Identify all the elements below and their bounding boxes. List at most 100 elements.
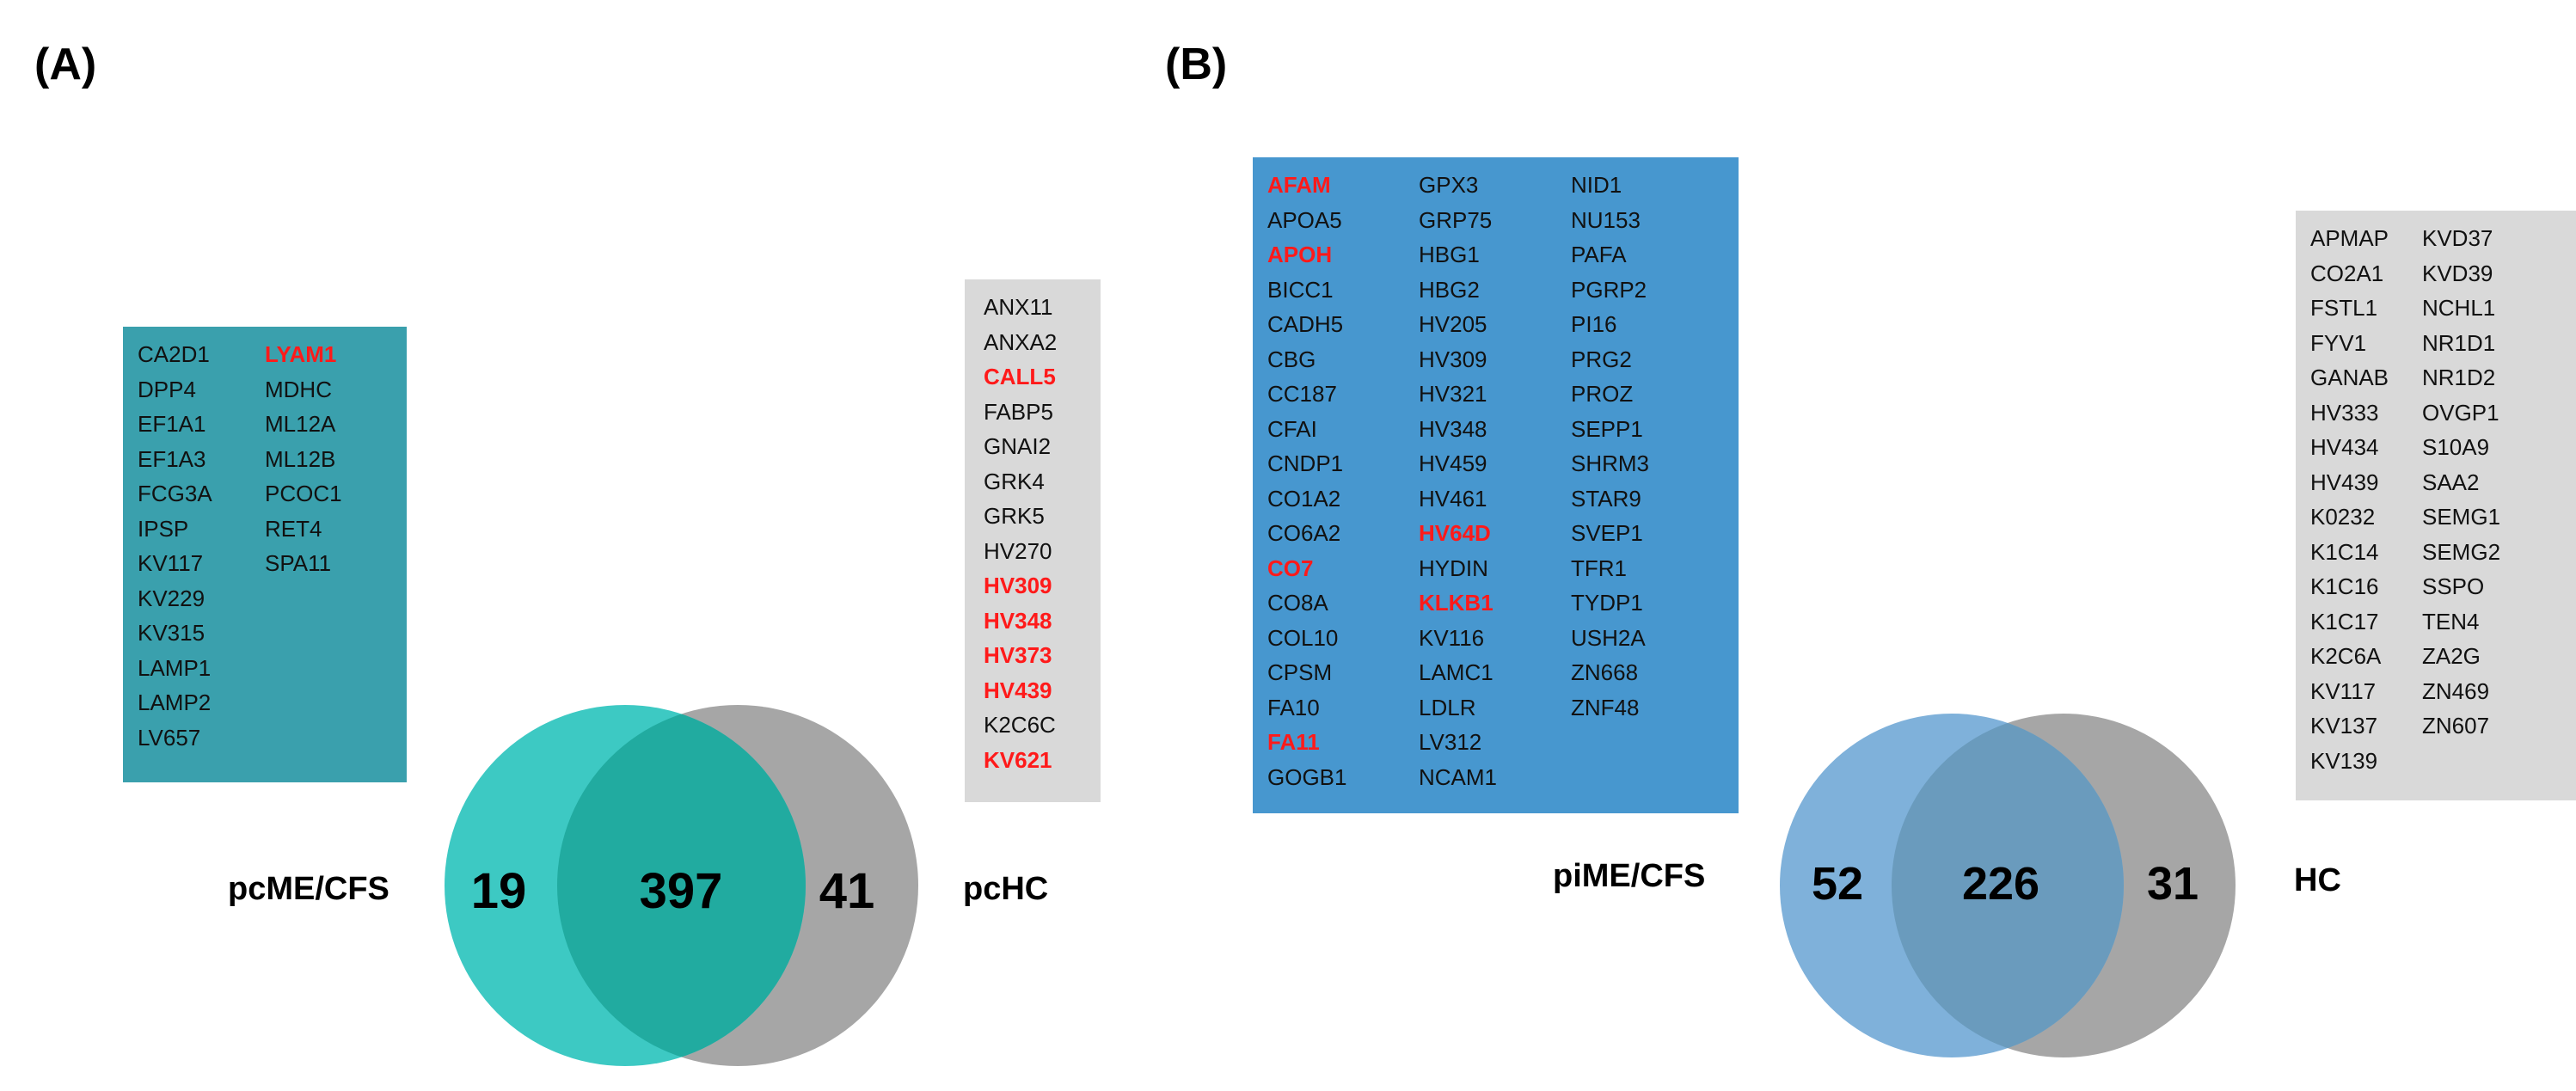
gene-label: HV64D <box>1419 520 1491 546</box>
gene-label: HV309 <box>984 573 1052 598</box>
gene-label: FYV1 <box>2310 329 2367 356</box>
hc-label: HC <box>2294 862 2341 898</box>
gene-label: ANXA2 <box>984 328 1058 355</box>
gene-label: AFAM <box>1267 172 1331 198</box>
gene-label: LAMP1 <box>138 654 212 681</box>
gene-label: K2C6C <box>984 712 1056 738</box>
gene-label: ZN668 <box>1571 659 1639 685</box>
gene-label: CO8A <box>1267 590 1328 616</box>
gene-label: CALL5 <box>984 364 1056 389</box>
gene-label: STAR9 <box>1571 485 1641 512</box>
gene-label: LV312 <box>1419 729 1482 755</box>
gene-label: LYAM1 <box>265 341 337 367</box>
gene-label: GRK5 <box>984 503 1045 529</box>
gene-label: GPX3 <box>1419 172 1479 198</box>
gene-label: RET4 <box>265 515 322 542</box>
gene-label: CADH5 <box>1267 311 1344 337</box>
gene-label: GOGB1 <box>1267 763 1347 790</box>
gene-label: APOH <box>1267 242 1333 267</box>
pime-cfs-label: piME/CFS <box>1553 858 1706 894</box>
pcme-cfs-pchc-shared-count: 397 <box>640 863 723 919</box>
gene-label: PAFA <box>1571 242 1627 267</box>
gene-label: KLKB1 <box>1419 590 1493 616</box>
panel-a-label: (A) <box>34 40 97 89</box>
gene-label: SVEP1 <box>1571 520 1643 546</box>
gene-label: K1C16 <box>2310 573 2379 599</box>
pcme-cfs-circle <box>445 705 806 1066</box>
gene-label: LAMC1 <box>1419 659 1493 685</box>
gene-label: ML12A <box>265 411 336 437</box>
gene-label: K1C17 <box>2310 608 2379 634</box>
gene-label: PRG2 <box>1571 346 1632 372</box>
gene-label: KV229 <box>138 585 205 611</box>
gene-label: PROZ <box>1571 381 1634 407</box>
gene-label: K0232 <box>2310 504 2376 530</box>
gene-label: FSTL1 <box>2310 295 2378 321</box>
gene-label: KV116 <box>1419 624 1485 651</box>
gene-label: HBG1 <box>1419 242 1480 267</box>
gene-label: SSPO <box>2422 573 2485 599</box>
pime-cfs-only-count: 52 <box>1812 858 1863 910</box>
gene-label: TFR1 <box>1571 555 1627 581</box>
gene-label: FCG3A <box>138 481 212 506</box>
gene-label: HV348 <box>984 607 1052 634</box>
gene-label: HV439 <box>2310 469 2379 495</box>
gene-label: HV459 <box>1419 450 1487 476</box>
pime-cfs-circle <box>1780 714 2124 1057</box>
gene-label: GRP75 <box>1419 206 1493 233</box>
gene-label: NR1D2 <box>2422 365 2496 390</box>
gene-label: HYDIN <box>1419 555 1488 581</box>
gene-label: SEMG1 <box>2422 504 2501 530</box>
gene-label: ANX11 <box>984 294 1053 320</box>
gene-label: NCAM1 <box>1419 763 1498 790</box>
gene-label: CO1A2 <box>1267 485 1341 512</box>
pcme-cfs-label: pcME/CFS <box>228 871 389 907</box>
gene-label: ZN607 <box>2422 713 2490 739</box>
gene-label: PI16 <box>1571 311 1617 337</box>
gene-label: LV657 <box>138 724 201 751</box>
gene-label: HV270 <box>984 537 1052 564</box>
gene-label: DPP4 <box>138 376 196 402</box>
gene-label: HV205 <box>1419 311 1487 337</box>
gene-label: PGRP2 <box>1571 276 1647 303</box>
gene-label: HV309 <box>1419 346 1487 372</box>
gene-label: KVD39 <box>2422 260 2493 286</box>
gene-label: CO6A2 <box>1267 520 1341 546</box>
gene-label: LDLR <box>1419 694 1476 720</box>
gene-label: SEMG2 <box>2422 538 2501 565</box>
gene-label: KV139 <box>2310 747 2378 774</box>
gene-label: KV621 <box>984 746 1052 773</box>
gene-label: NCHL1 <box>2422 295 2496 321</box>
gene-label: FA10 <box>1267 694 1320 720</box>
gene-label: CO7 <box>1267 555 1314 581</box>
gene-label: KV137 <box>2310 713 2378 739</box>
gene-label: USH2A <box>1571 624 1646 651</box>
gene-label: HV348 <box>1419 415 1487 442</box>
hc-only-count: 31 <box>2147 858 2199 910</box>
gene-label: KV117 <box>2310 677 2377 704</box>
pime-cfs-hc-shared-count: 226 <box>1962 858 2039 910</box>
gene-label: KV315 <box>138 620 205 646</box>
gene-label: HV439 <box>984 677 1052 703</box>
gene-label: OVGP1 <box>2422 399 2499 426</box>
gene-label: ZA2G <box>2422 643 2481 669</box>
gene-label: APMAP <box>2310 225 2389 251</box>
gene-label: SHRM3 <box>1571 450 1650 476</box>
panel-b-label: (B) <box>1165 40 1228 89</box>
gene-label: HBG2 <box>1419 276 1480 303</box>
gene-label: MDHC <box>265 376 332 402</box>
gene-label: K1C14 <box>2310 538 2379 565</box>
pcme-cfs-pchc-overlap <box>557 705 806 1066</box>
gene-label: CO2A1 <box>2310 260 2384 286</box>
gene-label: HV333 <box>2310 399 2379 426</box>
gene-label: ZNF48 <box>1571 694 1640 720</box>
gene-label: TEN4 <box>2422 608 2480 634</box>
gene-label: APOA5 <box>1267 206 1342 233</box>
gene-label: K2C6A <box>2310 643 2382 669</box>
gene-label: GRK4 <box>984 468 1045 494</box>
gene-label: LAMP2 <box>138 690 212 715</box>
pime-cfs-hc-overlap <box>1892 714 2124 1057</box>
